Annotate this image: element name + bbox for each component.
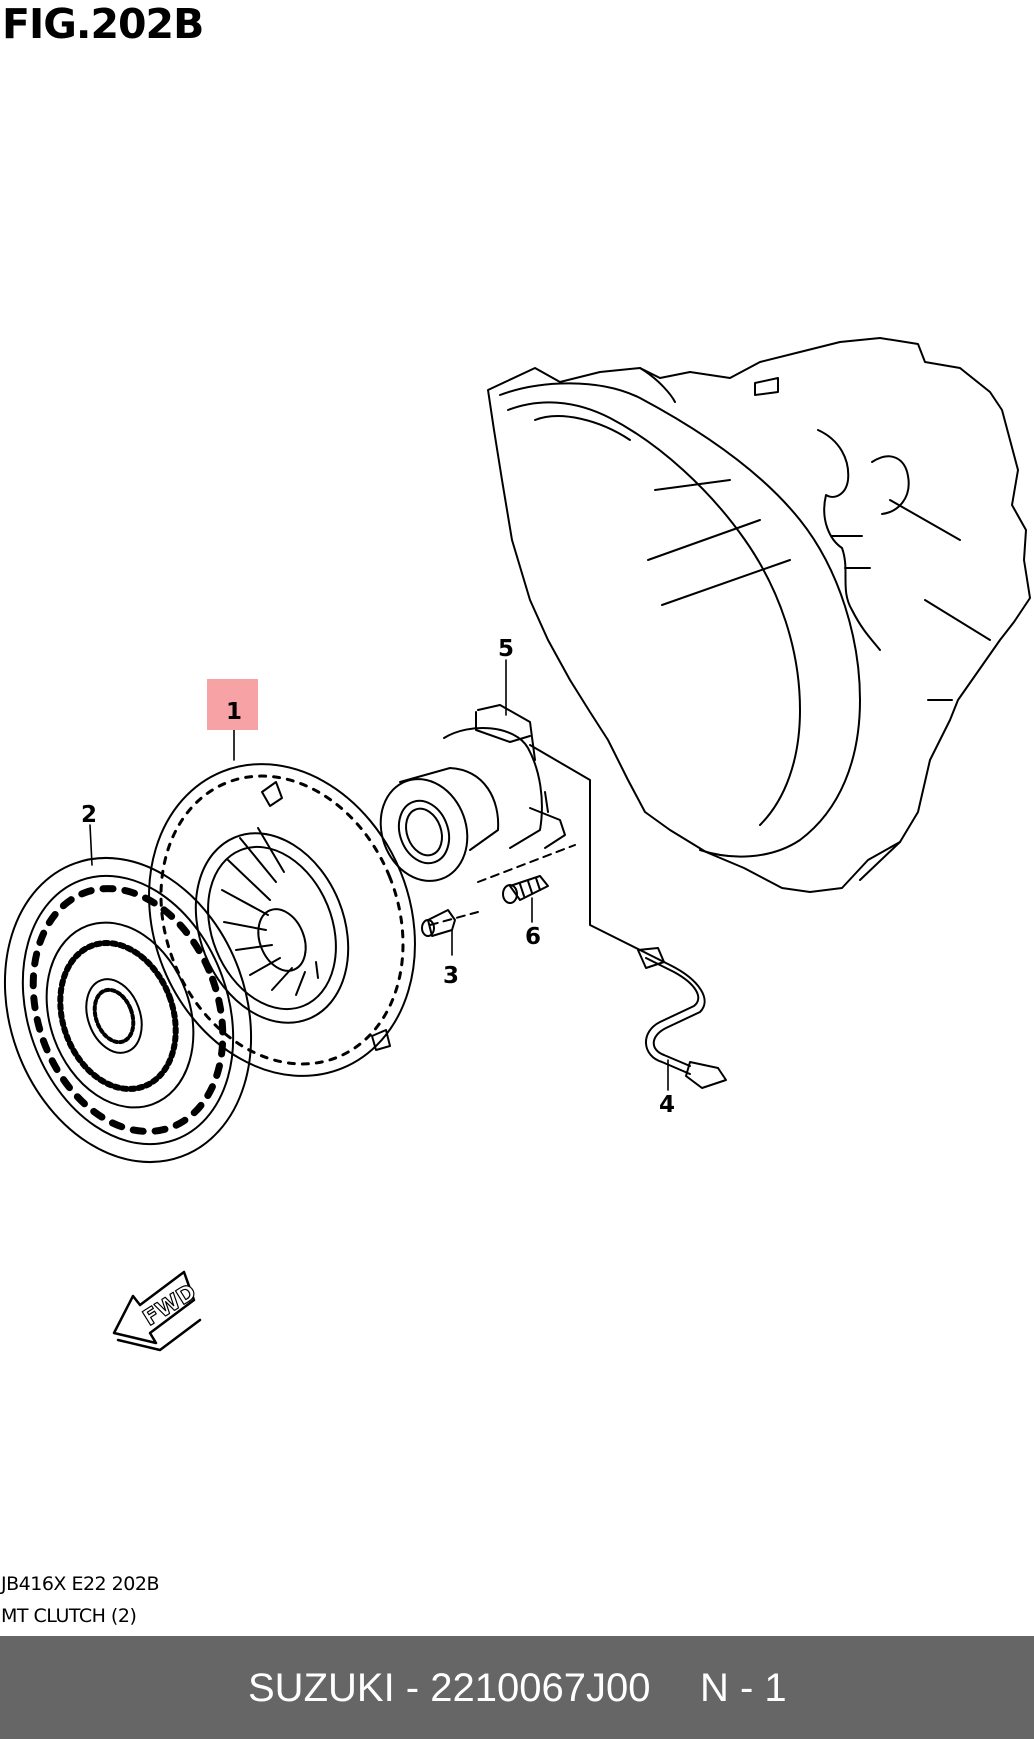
clutch-pipe xyxy=(529,744,727,1089)
bolt-3 xyxy=(421,909,456,937)
exploded-parts-diagram: 1 2 3 4 5 6 FWD xyxy=(3,337,1031,1352)
callout-1-highlight xyxy=(207,679,258,730)
diagram-name: MT CLUTCH (2) xyxy=(1,1605,137,1627)
bolt-6 xyxy=(502,875,549,904)
leader-lines xyxy=(89,659,669,1091)
figure-title: FIG.202B xyxy=(2,0,204,48)
clutch-cover xyxy=(148,763,416,1077)
part-number: SUZUKI - 2210067J00 xyxy=(248,1666,651,1710)
footer-bar: SUZUKI - 2210067J00 N - 1 xyxy=(0,1636,1034,1739)
callout-2[interactable]: 2 xyxy=(81,802,97,828)
clutch-disc xyxy=(3,856,253,1164)
callout-6[interactable]: 6 xyxy=(525,924,541,950)
callout-5[interactable]: 5 xyxy=(498,636,514,662)
callout-3[interactable]: 3 xyxy=(443,963,459,989)
alignment-lines xyxy=(429,844,576,926)
transmission-housing xyxy=(487,337,1031,893)
release-bearing xyxy=(379,704,566,882)
diagram-code: JB416X E22 202B xyxy=(1,1573,159,1595)
fwd-arrow-icon: FWD xyxy=(112,1270,202,1352)
page-indicator: N - 1 xyxy=(700,1666,787,1710)
callout-4[interactable]: 4 xyxy=(659,1092,675,1118)
callout-1[interactable]: 1 xyxy=(226,699,242,725)
